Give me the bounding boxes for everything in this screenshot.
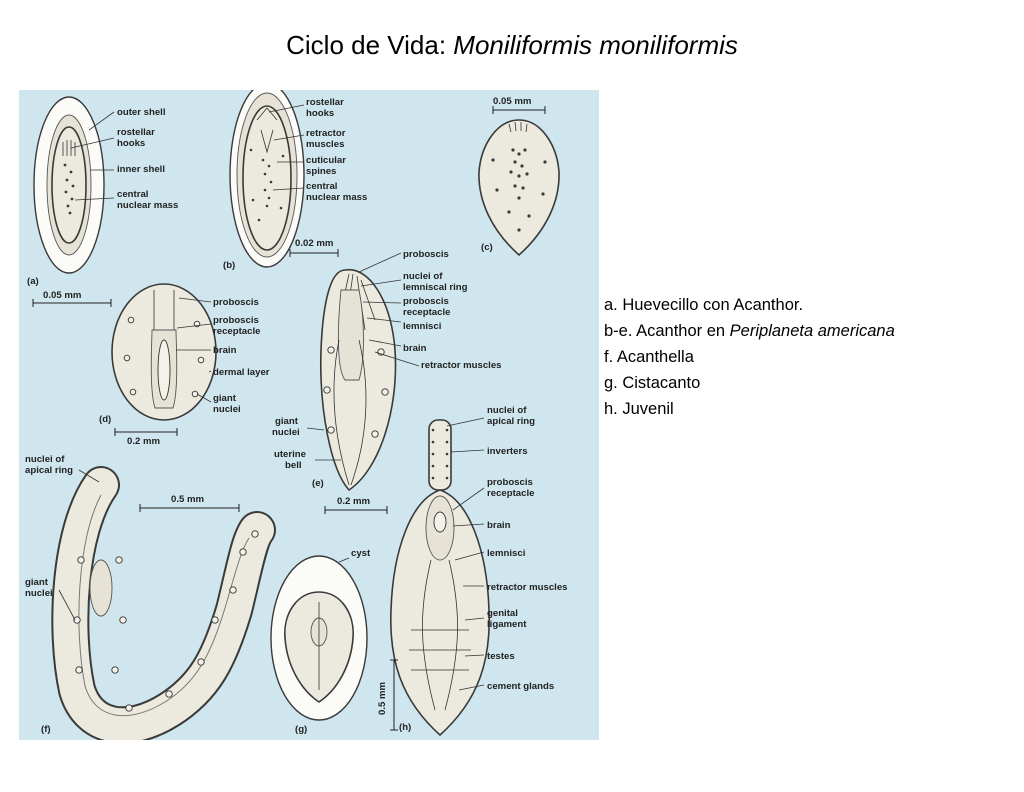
label-proboscis-d: proboscis [213, 297, 259, 308]
panel-h-trunk [389, 489, 491, 737]
panel-tag-h: (h) [399, 722, 411, 733]
panel-c: 0.05 mm (c) [478, 96, 560, 257]
life-cycle-illustration: outer shell rostellar hooks inner shell … [19, 82, 599, 745]
label-dermal-layer-d: dermal layer [213, 367, 270, 378]
panel-tag-c: (c) [481, 242, 493, 253]
scale-d: 0.2 mm [127, 436, 160, 447]
panel-tag-a: (a) [27, 276, 39, 287]
label-receptacle-d: receptacle [213, 326, 260, 337]
label-brain-e: brain [403, 343, 427, 354]
scale-c: 0.05 mm [493, 96, 531, 107]
label-proboscis-h: proboscis [487, 477, 533, 488]
label-brain-d: brain [213, 345, 237, 356]
scale-f: 0.5 mm [171, 494, 204, 505]
label-uterine-e: uterine [274, 449, 306, 460]
label-hooks-a: hooks [117, 138, 145, 149]
label-nuclei-of-f: nuclei of [25, 454, 65, 465]
label-nuclei-d: nuclei [213, 404, 241, 415]
panel-tag-f: (f) [41, 724, 51, 735]
label-central-b: central [306, 181, 337, 192]
label-retractor-muscles-e: retractor muscles [421, 360, 502, 371]
label-proboscis2-e: proboscis [403, 296, 449, 307]
panel-tag-d: (d) [99, 414, 111, 425]
legend-item-g: g. Cistacanto [604, 374, 701, 392]
label-inverters-h: inverters [487, 446, 528, 457]
label-lemniscal-ring-e: lemniscal ring [403, 282, 468, 293]
label-lemnisci-h: lemnisci [487, 548, 525, 559]
label-receptacle-e: receptacle [403, 307, 450, 318]
label-testes-h: testes [487, 651, 515, 662]
panel-f-inner-line [78, 494, 250, 717]
panel-c-acanthor [478, 119, 560, 257]
label-outer-shell: outer shell [117, 107, 166, 118]
legend-item-b: b-e. Acanthor en Periplaneta americana [604, 318, 895, 344]
panel-e-receptacle [337, 289, 364, 381]
label-ligament-h: ligament [487, 619, 527, 630]
label-nuclei-of-e: nuclei of [403, 271, 443, 282]
label-giant-e: giant [275, 416, 299, 427]
label-rostellar-a: rostellar [117, 127, 155, 138]
egg-acanthor [51, 126, 87, 244]
scale-b: 0.02 mm [295, 238, 333, 249]
label-proboscis2-d: proboscis [213, 315, 259, 326]
legend: a. Huevecillo con Acanthor. b-e. Acantho… [604, 292, 895, 422]
panel-h-brain [433, 511, 447, 533]
label-cyst-g: cyst [351, 548, 371, 559]
label-giant-f: giant [25, 577, 49, 588]
panel-f-body [53, 468, 274, 743]
label-rostellar-b: rostellar [306, 97, 344, 108]
label-apical-ring-f: apical ring [25, 465, 73, 476]
label-inner-shell: inner shell [117, 164, 165, 175]
panel-f: nuclei of apical ring giant nuclei (f) 0… [25, 454, 276, 745]
legend-item-f: f. Acanthella [604, 348, 694, 366]
legend-item-h: h. Juvenil [604, 400, 674, 418]
label-bell-e: bell [285, 460, 302, 471]
label-brain-h: brain [487, 520, 511, 531]
label-proboscis-e: proboscis [403, 249, 449, 260]
panel-b-acanthor [242, 105, 292, 251]
label-spines-b: spines [306, 166, 336, 177]
scale-h: 0.5 mm [377, 682, 388, 715]
label-nuclei-e: nuclei [272, 427, 300, 438]
panel-g: cyst (g) [270, 548, 371, 735]
label-nuclear-mass-a: nuclear mass [117, 200, 178, 211]
panel-d: proboscis proboscis receptacle brain der… [99, 283, 270, 447]
panel-tag-e: (e) [312, 478, 324, 489]
panel-e: proboscis nuclei of lemniscal ring probo… [272, 249, 502, 514]
label-cuticular-b: cuticular [306, 155, 346, 166]
legend-item-a: a. Huevecillo con Acanthor. [604, 296, 804, 314]
label-nuclei-f: nuclei [25, 588, 53, 599]
life-cycle-figure: outer shell rostellar hooks inner shell … [19, 82, 599, 745]
label-retractor-muscles-h: retractor muscles [487, 582, 568, 593]
panel-a-egg: outer shell rostellar hooks inner shell … [27, 96, 178, 307]
panel-h: nuclei of apical ring inverters probosci… [377, 405, 568, 737]
label-genital-h: genital [487, 608, 518, 619]
label-nuclei-of-h: nuclei of [487, 405, 527, 416]
panel-tag-b: (b) [223, 260, 235, 271]
legend-b-prefix: b-e. Acanthor en [604, 322, 730, 340]
label-apical-ring-h: apical ring [487, 416, 535, 427]
title-species: Moniliformis moniliformis [453, 30, 738, 60]
slide-title: Ciclo de Vida: Moniliformis moniliformis [0, 30, 1024, 61]
label-muscles-b: muscles [306, 139, 344, 150]
title-prefix: Ciclo de Vida: [286, 30, 454, 60]
label-cement-glands-h: cement glands [487, 681, 554, 692]
label-hooks-b: hooks [306, 108, 334, 119]
scale-a: 0.05 mm [43, 290, 81, 301]
panel-tag-g: (g) [295, 724, 307, 735]
label-central-a: central [117, 189, 148, 200]
panel-f-receptacle [89, 559, 113, 617]
label-receptacle-h: receptacle [487, 488, 534, 499]
label-retractor-b: retractor [306, 128, 346, 139]
label-giant-d: giant [213, 393, 237, 404]
label-lemnisci-e: lemnisci [403, 321, 441, 332]
scale-e: 0.2 mm [337, 496, 370, 507]
label-nuclear-mass-b: nuclear mass [306, 192, 367, 203]
legend-b-species: Periplaneta americana [729, 322, 895, 340]
